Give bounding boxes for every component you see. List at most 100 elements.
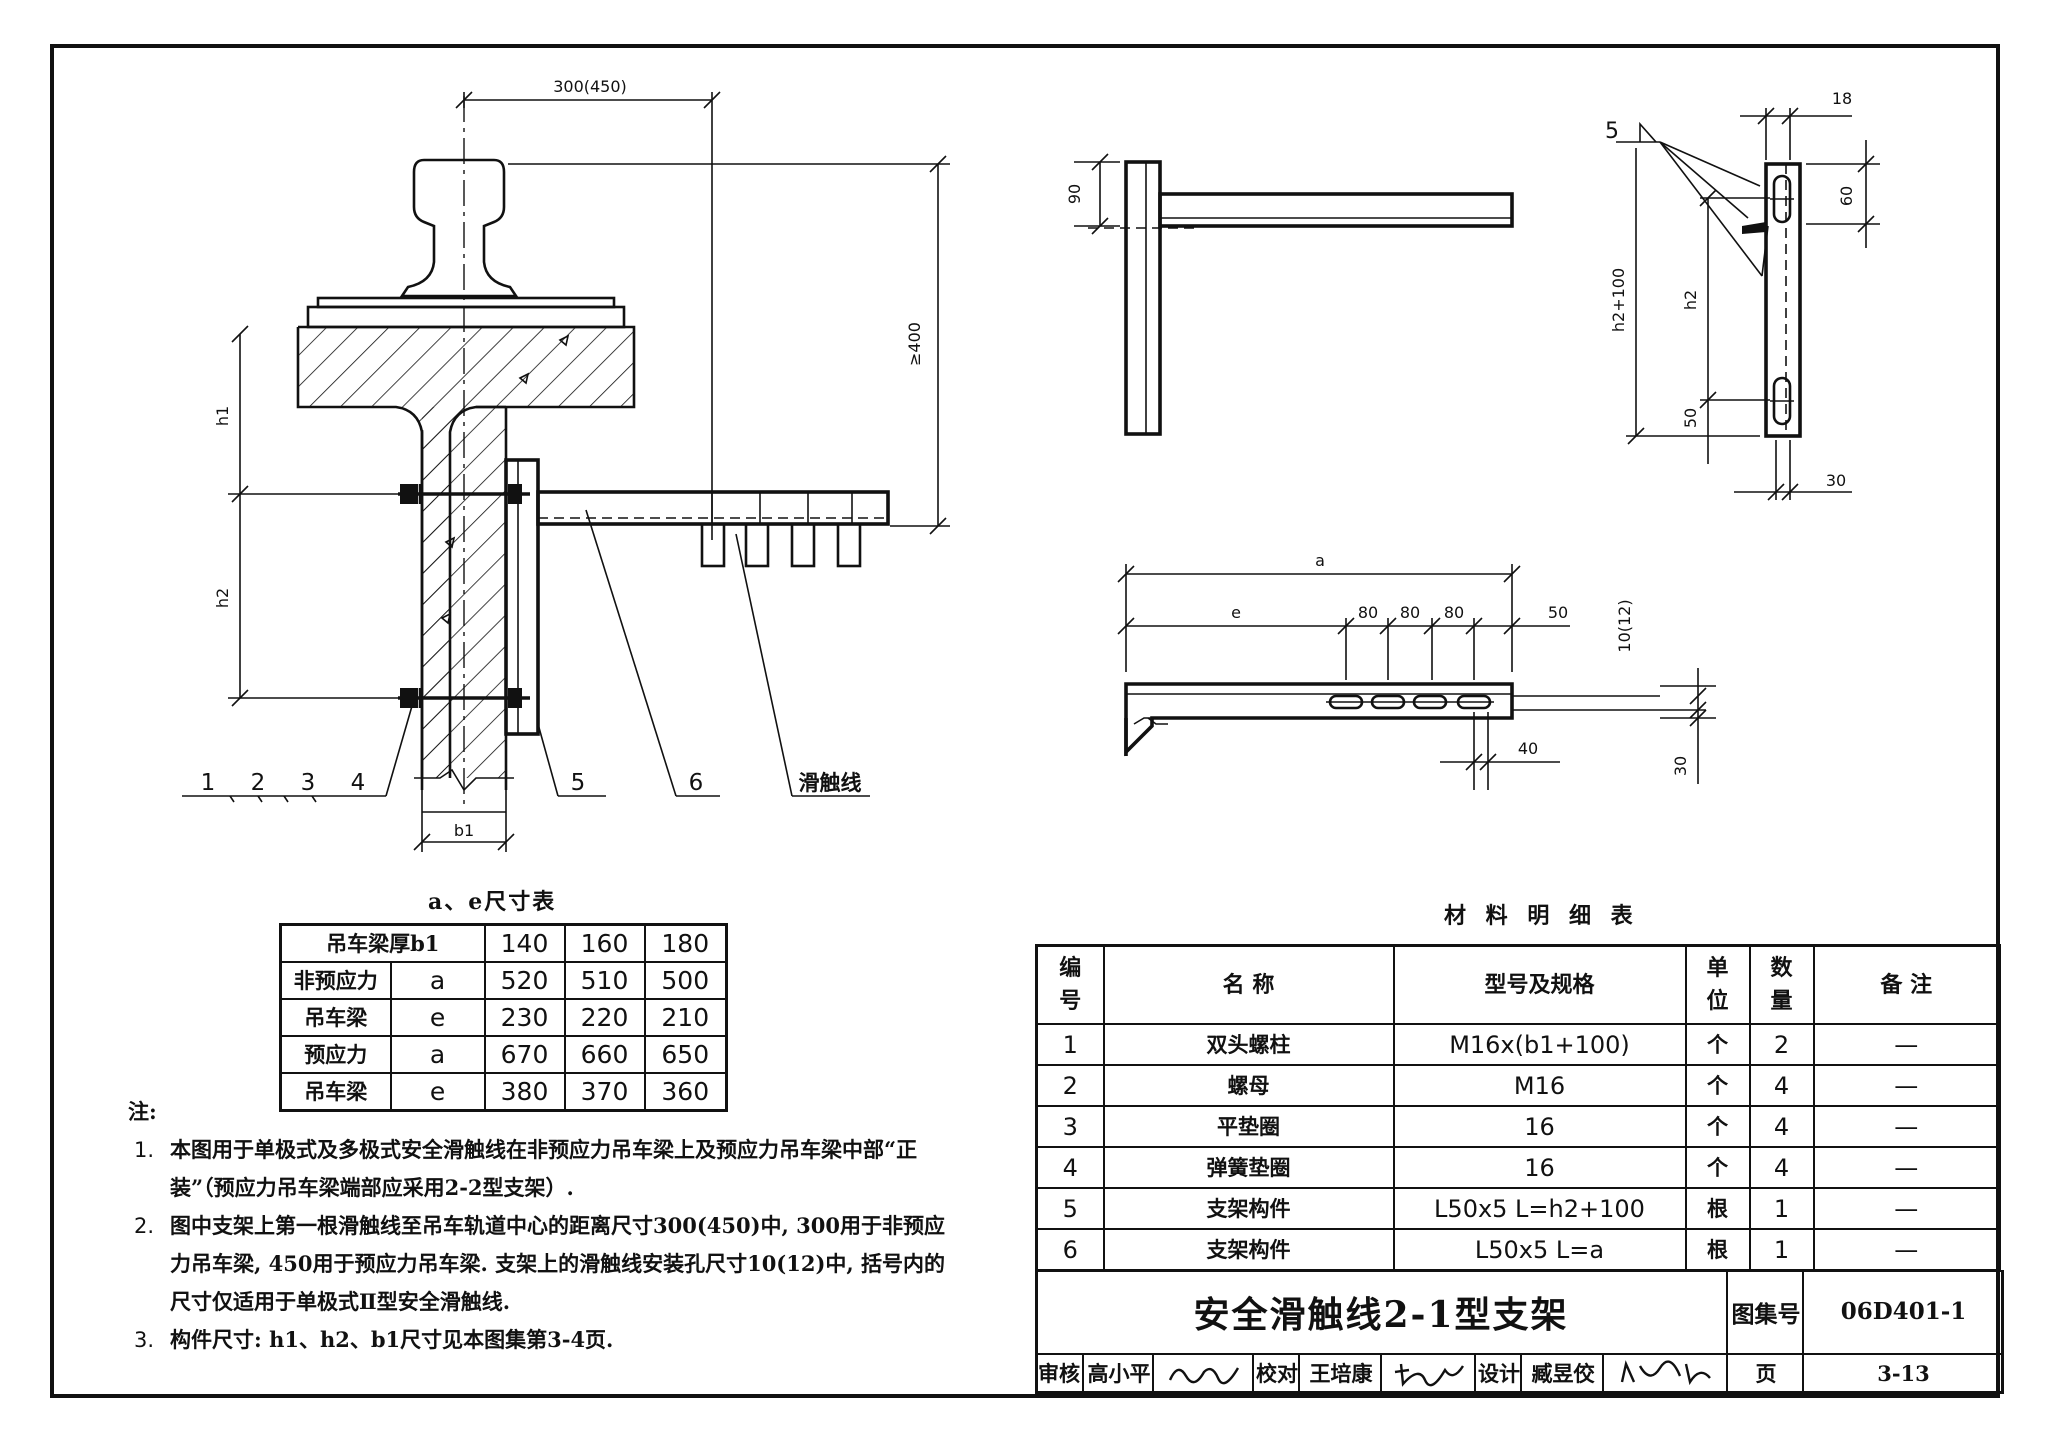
dim-50-side: 50 <box>1681 408 1700 428</box>
callout-3: 3 <box>301 770 316 796</box>
note-text: 构件尺寸: h1、h2、b1尺寸见本图集第3-4页. <box>170 1327 614 1352</box>
table-cell: 支架构件 <box>1102 1228 1395 1272</box>
checker-name: 王培康 <box>1298 1355 1382 1391</box>
atlas-label: 图集号 <box>1726 1270 1804 1353</box>
table-cell: 螺母 <box>1102 1064 1395 1107</box>
dim-40: 40 <box>1518 739 1538 758</box>
table-header-cell: 180 <box>643 923 728 963</box>
wire-mounting-slots <box>1326 694 1494 710</box>
table-cell: — <box>1812 1146 2001 1189</box>
table-cell: 16 <box>1392 1146 1687 1189</box>
rail-base-plate <box>306 305 626 329</box>
design-label: 设计 <box>1474 1355 1522 1391</box>
checker-signature <box>1380 1355 1476 1391</box>
ae-dimension-table: 吊车梁厚b1 140 160 180 非预应力 a 520 510 500 吊车… <box>279 923 729 1112</box>
dim-50-plan: 50 <box>1548 603 1568 622</box>
dim-e: e <box>1231 603 1241 622</box>
table-cell: 4 <box>1748 1146 1815 1189</box>
table-cell: 个 <box>1684 1023 1751 1066</box>
table-cell: 3 <box>1035 1105 1105 1148</box>
sheet-frame <box>50 44 2000 1398</box>
dim-80-2: 80 <box>1400 603 1420 622</box>
table-row: 6 支架构件 L50x5 L=a 根 1 — <box>1035 1228 2001 1272</box>
note-number: 3. <box>134 1328 155 1352</box>
check-label: 校对 <box>1252 1355 1300 1391</box>
table-cell: 根 <box>1684 1187 1751 1230</box>
table-cell: — <box>1812 1228 2001 1272</box>
table-header-cell: 备 注 <box>1812 944 2001 1025</box>
table-row: 2 螺母 M16 个 4 — <box>1035 1064 2001 1107</box>
note-number: 2. <box>134 1214 155 1238</box>
section-dimensions: 300(450) ≥400 h1 h2 b1 <box>213 77 950 852</box>
bracket-elevation-view: 90 <box>1065 153 1514 436</box>
reviewer-signature <box>1152 1355 1254 1391</box>
table-cell: — <box>1812 1105 2001 1148</box>
table-cell: 1 <box>1748 1228 1815 1272</box>
dim-30-plan: 30 <box>1671 756 1690 776</box>
table-cell: M16x(b1+100) <box>1392 1023 1687 1066</box>
table-row: 吊车梁 e 380 370 360 <box>279 1072 728 1112</box>
table-header-cell: 型号及规格 <box>1392 944 1687 1025</box>
note-item: 3. 构件尺寸: h1、h2、b1尺寸见本图集第3-4页. <box>128 1321 958 1359</box>
beam-section-view <box>296 96 890 810</box>
table-row: 非预应力 a 520 510 500 <box>279 961 728 1000</box>
table-cell: 4 <box>1035 1146 1105 1189</box>
table-cell: 520 <box>483 961 566 1000</box>
table-header-cell: 吊车梁厚b1 <box>279 923 486 963</box>
dim-b1: b1 <box>454 821 474 840</box>
stud-bolt-upper <box>398 484 530 504</box>
table-cell: e <box>389 998 486 1037</box>
table-cell: 预应力 <box>279 1035 392 1074</box>
table-cell: 230 <box>483 998 566 1037</box>
table-row: 5 支架构件 L50x5 L=h2+100 根 1 — <box>1035 1187 2001 1230</box>
table-cell: 2 <box>1035 1064 1105 1107</box>
contact-wire-holders <box>700 522 862 568</box>
table-cell: a <box>389 1035 486 1074</box>
reviewer-name: 高小平 <box>1082 1355 1154 1391</box>
table-row: 3 平垫圈 16 个 4 — <box>1035 1105 2001 1148</box>
table-header-cell: 140 <box>483 923 566 963</box>
table-cell: 1 <box>1748 1187 1815 1230</box>
table-cell: 支架构件 <box>1102 1187 1395 1230</box>
dim-h1: h1 <box>213 406 232 426</box>
material-table-caption: 材 料 明 细 表 <box>1444 903 1639 929</box>
dim-18: 18 <box>1832 89 1852 108</box>
table-cell: 根 <box>1684 1228 1751 1272</box>
table-cell: 吊车梁 <box>279 998 392 1037</box>
callout-wire: 滑触线 <box>799 771 862 795</box>
title-block: 安全滑触线2-1型支架 图集号 06D401-1 审核 高小平 校对 王培康 设… <box>1035 1270 2004 1394</box>
dim-h2-side: h2 <box>1681 290 1700 310</box>
table-row: 吊车梁厚b1 140 160 180 <box>279 923 728 963</box>
note-item: 1. 本图用于单极式及多极式安全滑触线在非预应力吊车梁上及预应力吊车梁中部“正装… <box>128 1131 958 1207</box>
table-row: 4 弹簧垫圈 16 个 4 — <box>1035 1146 2001 1189</box>
table-cell: — <box>1812 1064 2001 1107</box>
note-text: 图中支架上第一根滑触线至吊车轨道中心的距离尺寸300(450)中, 300用于非… <box>170 1213 946 1314</box>
table-row: 预应力 a 670 660 650 <box>279 1035 728 1074</box>
table-cell: 210 <box>643 998 728 1037</box>
bracket-side-view: 5 18 60 h2+100 h2 50 30 <box>1605 89 1880 501</box>
table-cell: 5 <box>1035 1187 1105 1230</box>
dim-ge400: ≥400 <box>905 322 924 366</box>
dim-300-450: 300(450) <box>553 77 627 96</box>
dim-30-side: 30 <box>1826 471 1846 490</box>
page-label: 页 <box>1726 1355 1804 1391</box>
table-cell: 16 <box>1392 1105 1687 1148</box>
table-cell: 660 <box>563 1035 646 1074</box>
table-cell: 670 <box>483 1035 566 1074</box>
note-text: 本图用于单极式及多极式安全滑触线在非预应力吊车梁上及预应力吊车梁中部“正装”（预… <box>170 1137 918 1200</box>
table-cell: 个 <box>1684 1064 1751 1107</box>
table-row: 1 双头螺柱 M16x(b1+100) 个 2 — <box>1035 1023 2001 1066</box>
table-row: 吊车梁 e 230 220 210 <box>279 998 728 1037</box>
dim-90: 90 <box>1065 184 1084 204</box>
note-item: 2. 图中支架上第一根滑触线至吊车轨道中心的距离尺寸300(450)中, 300… <box>128 1207 958 1321</box>
dim-80-3: 80 <box>1444 603 1464 622</box>
bracket-member-5 <box>504 458 540 736</box>
table-row: 编号 名 称 型号及规格 单位 数量 备 注 <box>1035 944 2001 1025</box>
designer-name: 臧昱佼 <box>1520 1355 1604 1391</box>
table-cell: a <box>389 961 486 1000</box>
table-cell: 220 <box>563 998 646 1037</box>
table-cell: 500 <box>643 961 728 1000</box>
table-header-cell: 数量 <box>1748 944 1815 1025</box>
table-header-cell: 名 称 <box>1102 944 1395 1025</box>
